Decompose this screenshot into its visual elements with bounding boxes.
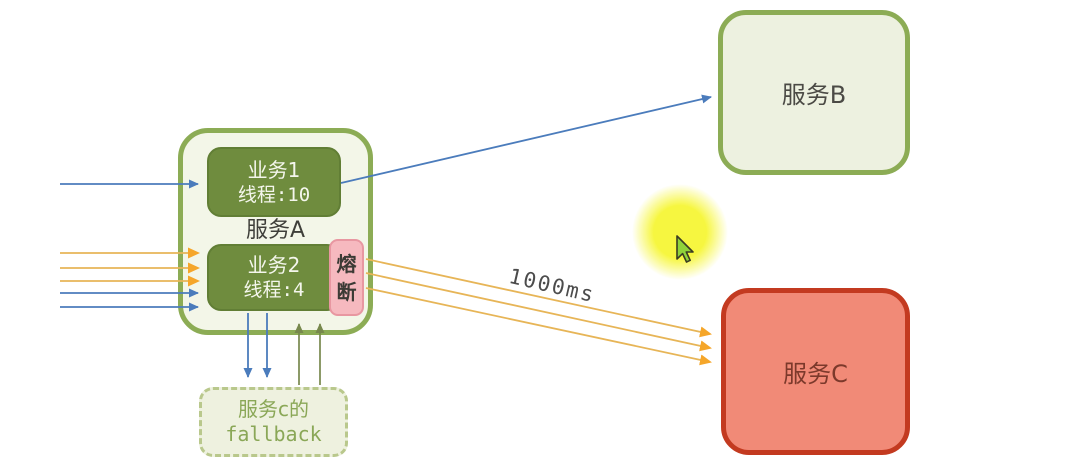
service-c-label: 服务C — [783, 360, 848, 388]
cursor-highlight — [632, 184, 728, 280]
task2-title: 业务2 — [247, 253, 301, 277]
task2-threads: 线程:4 — [243, 279, 305, 301]
latency-label: 1000ms — [506, 264, 598, 308]
service-b-box: 服务B — [718, 10, 910, 175]
mouse-cursor-icon — [676, 235, 694, 263]
service-c-box: 服务C — [721, 288, 910, 455]
circuit-breaker-char1: 熔 — [336, 251, 357, 276]
task1-title: 业务1 — [247, 157, 301, 182]
task1-threads: 线程:10 — [237, 183, 311, 206]
task1-to-service-b-arrow — [340, 94, 712, 184]
circuit-breaker-char2: 断 — [336, 279, 357, 304]
task2-box: 业务2 线程:4 — [207, 244, 341, 311]
arrow-line — [340, 94, 712, 184]
service-a-label: 服务A — [245, 218, 306, 243]
circuit-breaker-box: 熔 断 — [329, 239, 364, 316]
fallback-line2: fallback — [225, 422, 322, 446]
service-b-label: 服务B — [781, 81, 847, 109]
fallback-box: 服务c的 fallback — [199, 387, 348, 457]
task1-box: 业务1 线程:10 — [207, 147, 341, 217]
arrow-line — [365, 287, 712, 366]
fallback-line1: 服务c的 — [238, 397, 309, 421]
